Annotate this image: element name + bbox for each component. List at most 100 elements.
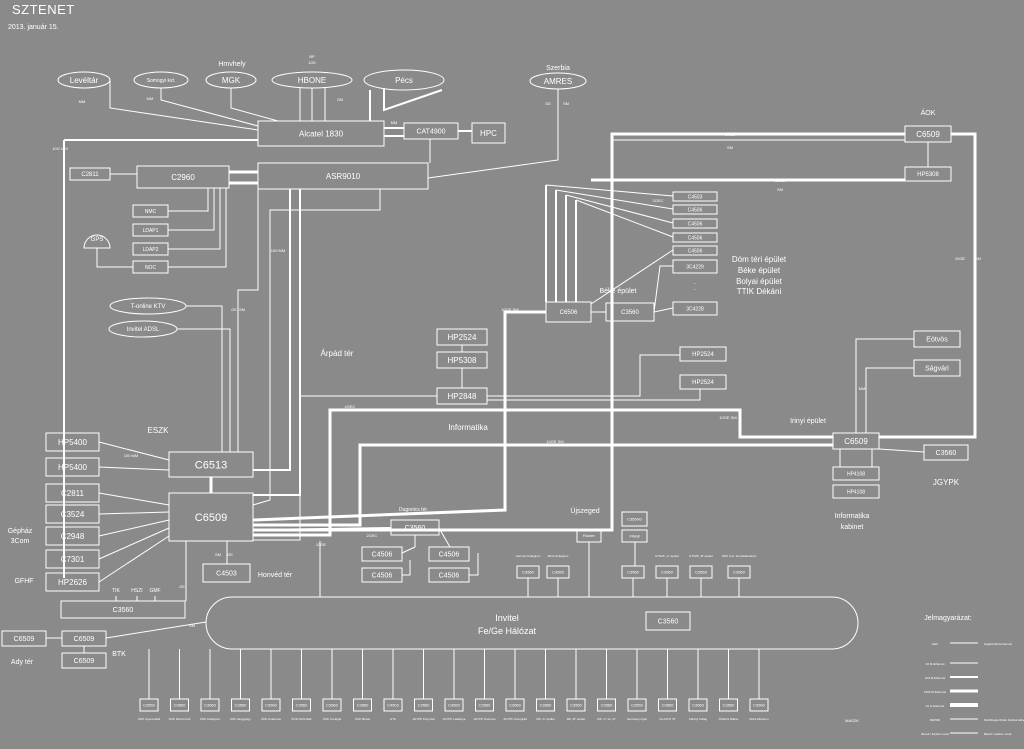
- legend-note-1: MultiSingle Mode Optikai kábel: [984, 718, 1024, 722]
- c3560_e2-node-label: C3560: [695, 569, 708, 574]
- pecs-link-1: [383, 88, 443, 112]
- c3560-jgypk-node: [923, 444, 969, 461]
- c6506-node-label: C6506: [560, 310, 578, 316]
- c3560-dug-node-label: C3560: [405, 525, 426, 532]
- noc-link: [168, 188, 227, 268]
- mgk-node-label: MGK: [222, 76, 241, 85]
- ldap2-node-label: LDAP2: [143, 247, 159, 253]
- bottom-caption-18: Károlyi Kollég: [689, 717, 708, 721]
- c3560g-node: [621, 511, 648, 527]
- tengesm-label-2: 10GE SM: [719, 415, 736, 420]
- bp-caption: BP: [309, 54, 315, 59]
- asr9010-node: [257, 162, 429, 190]
- mora-caption: Móra Kollégium: [548, 554, 569, 558]
- bottom-caption-19: Öthalmi Diákot: [719, 717, 739, 721]
- hbone-node-label: HBONE: [298, 76, 326, 85]
- invitel-caption: Invitel: [495, 613, 519, 623]
- dot-2: .: [694, 285, 696, 292]
- c3524-node-label: C3524: [61, 510, 85, 519]
- bottom-caption-2: ÁOK Kollégium: [200, 717, 221, 721]
- c3560-tik-node: [60, 600, 186, 619]
- dugonics-caption: Dugonics tér: [399, 507, 427, 513]
- bottom-caption-5: ÁOK Pszichiátr: [291, 717, 311, 721]
- bottom-site-19-label: C3560: [723, 702, 736, 707]
- hp2626-node-label: HP2626: [58, 578, 87, 587]
- inf-kabinet-caption-2: kabinet: [841, 524, 864, 531]
- ujszeged-caption: Újszeged: [570, 506, 599, 515]
- hp4108-1-node-label: HP4108: [847, 471, 865, 477]
- c4506-d3-node-label: C4506: [439, 551, 460, 558]
- sm-label-4: SM: [777, 187, 783, 192]
- btk-caption: BTK: [112, 651, 126, 658]
- 3c4228-node-label: 3C4228: [686, 306, 704, 312]
- c4503-node: [672, 191, 718, 202]
- amres-link: [427, 89, 559, 179]
- legend-key-1: 10 M Ethernet: [926, 662, 945, 666]
- dug-d3: [438, 527, 451, 548]
- invitel-adsl-link: [177, 328, 231, 452]
- main-dugonics: [252, 527, 392, 531]
- legend-note-2: Bérelt / telefon vonal: [984, 732, 1012, 736]
- legend-note-0: Gigabit Etherchannel: [984, 642, 1012, 646]
- hp2524-c-node: [679, 374, 727, 390]
- hp5400-2-node-label: HP5400: [58, 463, 87, 472]
- c2811-top-node-label: C2811: [81, 172, 99, 178]
- c4506-2-link: [565, 194, 674, 224]
- c4503-link: [545, 184, 674, 197]
- invitel-adsl-node-label: Invitel ADSL: [127, 327, 160, 333]
- mm-label-3: MM: [391, 120, 398, 125]
- legend-key-5: MM/SM: [930, 718, 941, 722]
- ttik-caption: TTIK Dékáni: [737, 287, 782, 296]
- c7301-link: [98, 527, 170, 560]
- hszi-caption: HSZI: [131, 588, 142, 594]
- sagvari-node-label: Ságvári: [925, 365, 949, 372]
- bottom-site-9-label: C3560: [418, 702, 431, 707]
- gec4-label: 4GEC: [345, 404, 356, 409]
- c4506-1-node: [672, 204, 718, 215]
- bottom-caption-16: Gerzsenyi Igaz: [627, 717, 648, 721]
- c4506-2-node: [672, 218, 718, 229]
- c4506-d2-node-label: C4506: [372, 572, 393, 579]
- ge-label-3: GE: [227, 552, 233, 557]
- tenge-label-2: 10GE: [775, 178, 786, 183]
- c3560-3c4228: [653, 307, 674, 313]
- bottom-site-16-label: C3560: [631, 702, 644, 707]
- mm100-label-1: 100 MM: [271, 248, 285, 253]
- dom-ter-caption: Dóm téri épület: [732, 255, 787, 264]
- hp5400-2-link: [98, 466, 170, 471]
- bottom-site-1-label: C3560: [174, 702, 187, 707]
- sm-label-1: SM: [337, 97, 343, 102]
- dot-1: .: [694, 279, 696, 286]
- aok-core: [610, 132, 905, 150]
- hp2524-b-node: [679, 346, 727, 362]
- bolyai-caption: Bolyai épület: [736, 277, 783, 286]
- hpc-node-label: HPC: [480, 129, 497, 138]
- hp5400-1-node-label: HP5400: [58, 438, 87, 447]
- c2960-node-label: C2960: [171, 173, 195, 182]
- c6509-btk1-node-label: C6509: [74, 636, 95, 643]
- beke-epulet-caption: Béke épület: [600, 288, 637, 295]
- maszk-caption: MASZK: [845, 718, 859, 723]
- gps-label: GPS: [91, 237, 104, 243]
- main-hp2848: [253, 395, 437, 541]
- diagram-title: SZTENET: [12, 2, 75, 17]
- alcatel-node-label: Alcatel 1830: [299, 129, 344, 138]
- szerbia-caption: Szerbia: [546, 65, 570, 72]
- alcatel-node: [257, 120, 385, 147]
- c3560-beke-node-label: C3560: [621, 310, 639, 316]
- herman-caption: Herman Kollégium: [516, 554, 541, 558]
- aok-main: [253, 150, 614, 532]
- bottom-site-18-label: C3560: [692, 702, 705, 707]
- dug-d2: [402, 560, 411, 576]
- gec2-label-1: 2GEC: [653, 198, 664, 203]
- c2811b-link: [98, 492, 170, 506]
- bottom-site-13-label: C3560: [540, 702, 553, 707]
- c3560-tik-node-label: C3560: [113, 607, 134, 614]
- bottom-caption-17: Gt-AJTK „B”: [659, 717, 675, 721]
- aok-rendelo-caption: ÁOK II.sz. Rendelőintézet: [722, 554, 757, 558]
- bottom-caption-12: JGYPK Csongrád: [503, 717, 527, 721]
- hmvhely-caption: Hmvhely: [218, 61, 246, 68]
- bottom-caption-1: ÁOK Rövid rend: [169, 717, 191, 721]
- c4506-1-node-label: C4506: [688, 207, 703, 213]
